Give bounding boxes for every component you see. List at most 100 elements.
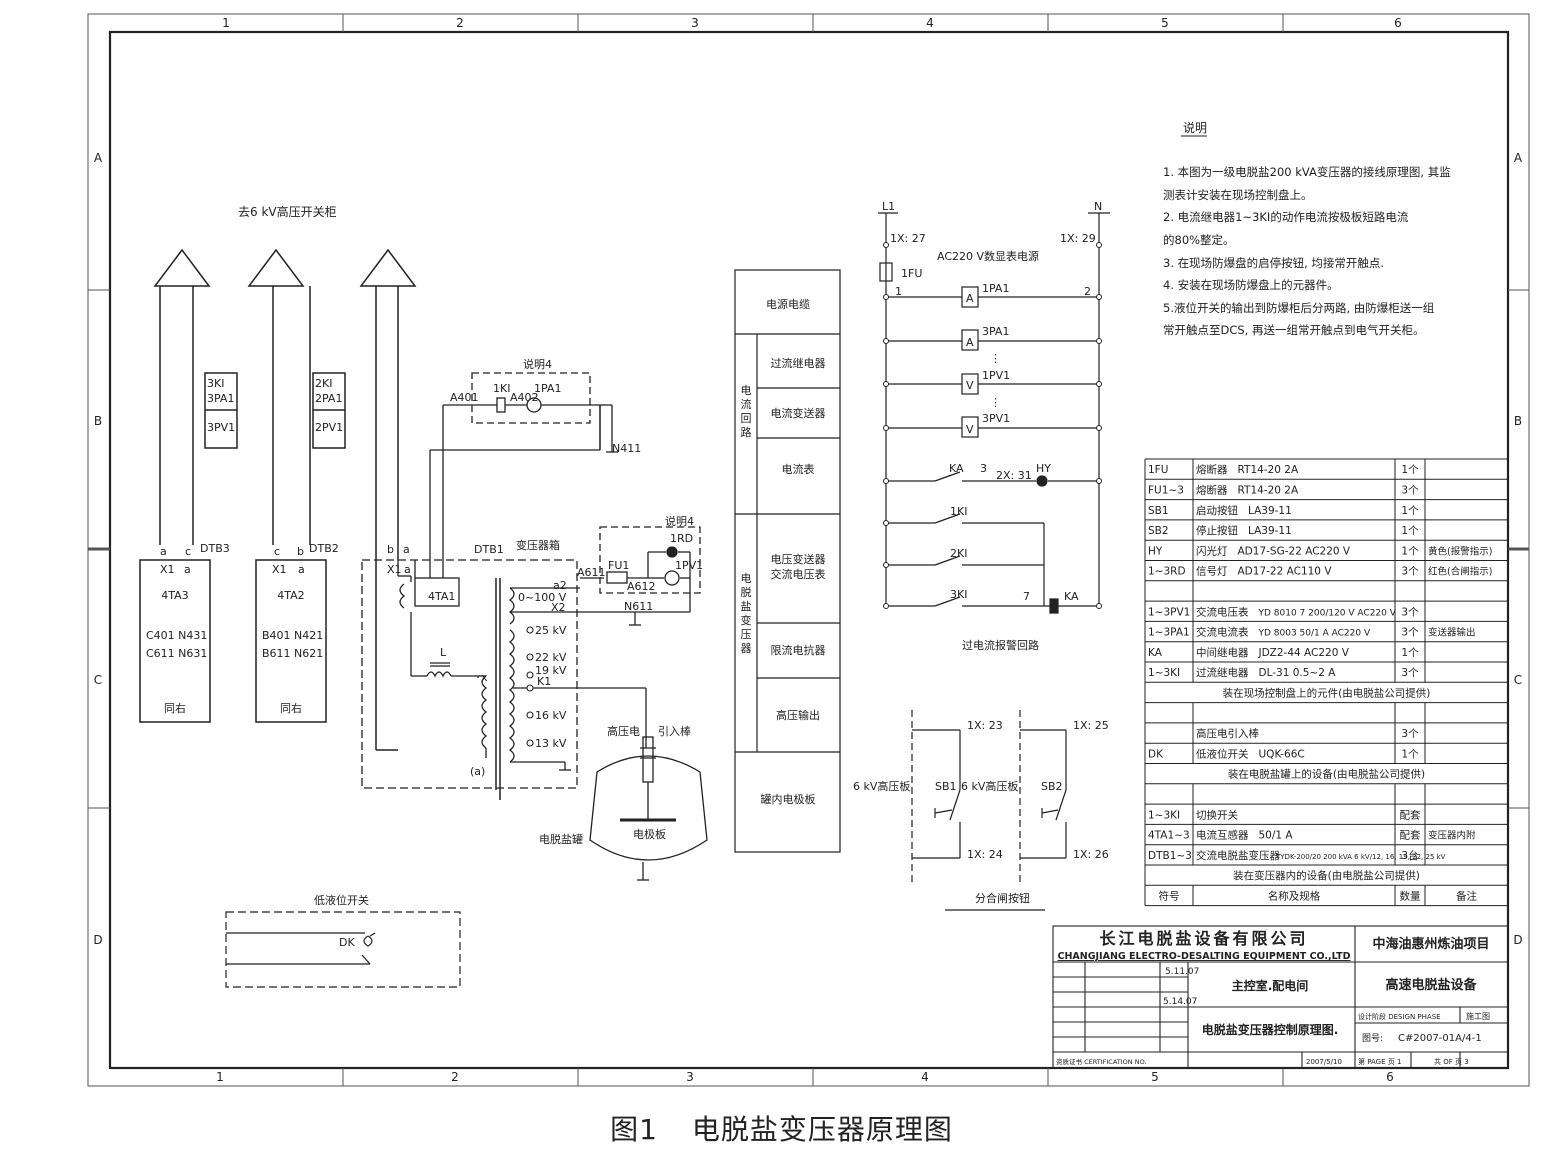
of-label: 共 OF 页 3: [1434, 1057, 1469, 1066]
bom-cell: 高压电引入棒: [1196, 727, 1259, 740]
phase-value: 施工图: [1466, 1011, 1490, 1021]
term-label: 2X: 31: [996, 469, 1032, 482]
ct-name: 4TA2: [277, 589, 304, 602]
relay-label: 3KI: [207, 377, 224, 390]
meter-label: 3PV1: [982, 412, 1010, 425]
term-label: 1X: 29: [1060, 232, 1096, 245]
hv-board-label: 6 kV高压板: [961, 779, 1018, 793]
bom-cell: 3个: [1401, 728, 1419, 740]
drawing-no-label: 图号:: [1362, 1033, 1383, 1044]
col-label: 4: [921, 1070, 929, 1084]
side-label: 电: [741, 384, 752, 397]
ki-label: 1KI: [950, 505, 967, 518]
tank-label: 电脱盐罐: [539, 832, 583, 846]
frame-labels: 1 2 3 4 5 6 1 2 3 4 5 6 A B C D A B C D: [93, 16, 1523, 1084]
bom-cell: SB1: [1148, 505, 1169, 517]
notes: 说明 1. 本图为一级电脱盐200 kVA变压器的接线原理图, 其监 测表计安装…: [1163, 120, 1451, 337]
ct-line: B611 N621: [262, 647, 323, 660]
equipment-name: 高速电脱盐设备: [1385, 977, 1477, 993]
a-label: a: [184, 563, 191, 576]
k1-label: K1: [537, 675, 551, 688]
ct-4ta3: a c DTB3 X1 a 4TA3 C401 N431 C611 N631 同…: [146, 377, 235, 715]
range-label: 0~100 V: [518, 591, 567, 604]
buttons-title: 分合闸按钮: [975, 891, 1030, 905]
col-label: 1: [216, 1070, 224, 1084]
bom-cell: 50/1 A: [1259, 830, 1294, 842]
note-line: 1. 本图为一级电脱盐200 kVA变压器的接线原理图, 其监: [1163, 165, 1451, 179]
side-label: 脱: [741, 585, 752, 599]
block-labels: 电源电缆 过流继电器 电流变送器 电流表 电压变送器 交流电压表 限流电抗器 高…: [741, 297, 826, 806]
bom-cell: 1个: [1401, 545, 1419, 557]
col-label: 5: [1151, 1070, 1159, 1084]
note-line: 测表计安装在现场控制盘上。: [1163, 188, 1313, 202]
bom-cell: YD 8010 7 200/120 V AC220 V: [1258, 608, 1397, 618]
bom-cell: RT14-20 2A: [1238, 485, 1299, 497]
ki-label: 3KI: [950, 588, 967, 601]
a2-label: a2: [553, 579, 567, 592]
col-label: 2: [456, 16, 464, 30]
side-label: 变: [741, 613, 752, 627]
date-label: 2007/5/10: [1306, 1058, 1342, 1066]
bom-cell: 数量: [1400, 890, 1422, 903]
bom-cell: 1~3KI: [1148, 667, 1180, 679]
bom-cell: 1个: [1401, 464, 1419, 476]
bom-cell: AD17-SG-22 AC220 V: [1238, 545, 1351, 557]
bom-cell: 1个: [1401, 505, 1419, 517]
bom-cell: KA: [1148, 647, 1163, 659]
bom-cell: 熔断器: [1196, 463, 1228, 476]
ki-label: 2KI: [950, 547, 967, 560]
term-b: b: [297, 545, 304, 558]
bom-cell: 黄色(报警指示): [1428, 545, 1492, 557]
dots: ⋮: [990, 352, 1001, 365]
a-label: a: [404, 563, 411, 576]
bom-cell: 3个: [1401, 566, 1419, 578]
bom-cell: 切换开关: [1196, 808, 1238, 821]
transformer-box: [361, 372, 701, 800]
x1-label: X1: [160, 563, 175, 576]
n411-label: N411: [612, 442, 641, 455]
side-label: 盐: [741, 600, 752, 613]
bom-cell: TYDK-200/20 200 kVA 6 kV/12, 16, 19, 22,…: [1275, 853, 1446, 861]
term-c: c: [185, 545, 191, 558]
control-labels: L1 N 1X: 27 1X: 29 1FU AC220 V数显表电源 1 2 …: [882, 200, 1102, 652]
bom-cell: 3台: [1401, 849, 1418, 862]
control-title: 过电流报警回路: [962, 638, 1039, 652]
hv-board-label: 6 kV高压板: [853, 779, 910, 793]
company-name-en: CHANGJIANG ELECTRO-DESALTING EQUIPMENT C…: [1058, 951, 1351, 962]
row-label: A: [94, 151, 103, 165]
side-label: 器: [741, 642, 752, 655]
note-line: 4. 安装在现场防爆盘上的元器件。: [1163, 278, 1339, 292]
bom-cell: 配套: [1400, 829, 1422, 842]
bom-cell: 3个: [1401, 485, 1419, 497]
dtb-label: DTB3: [200, 542, 230, 555]
trafo-box-label: 变压器箱: [516, 538, 560, 552]
figure-caption: 图1 电脱盐变压器原理图: [0, 1108, 1563, 1148]
page-label: 第 PAGE 页 1: [1358, 1057, 1401, 1066]
bom-cell: JDZ2-44 AC220 V: [1258, 647, 1350, 659]
block-voltmeter: 交流电压表: [771, 567, 826, 581]
col-label: 4: [926, 16, 934, 30]
note4-label: 说明4: [523, 357, 552, 371]
schematic-sheet: 1 2 3 4 5 6 1 2 3 4 5 6 A B C D A B C D …: [87, 13, 1530, 1087]
bom-cell: 交流电脱盐变压器: [1196, 849, 1280, 862]
x2-label: X2: [551, 601, 566, 614]
pv-label: 2PV1: [315, 421, 343, 434]
a401-label: A401: [450, 391, 479, 404]
pv-label: 1PV1: [675, 559, 703, 572]
note-line: 5.液位开关的输出到防爆柜后分两路, 由防爆柜送一组: [1163, 301, 1435, 315]
bom-cell: YD 8003 50/1 A AC220 V: [1258, 629, 1371, 639]
row-label: D: [93, 933, 102, 947]
bom-cell: FU1~3: [1148, 485, 1184, 497]
block-overcurrent-relay: 过流继电器: [771, 356, 826, 370]
block-electrode: 罐内电极板: [761, 792, 816, 806]
block-ammeter: 电流表: [782, 462, 815, 476]
bom-cell: 红色(合闸指示): [1428, 566, 1492, 578]
bom-cell: 信号灯: [1196, 566, 1228, 578]
block-power-cable: 电源电缆: [766, 297, 810, 311]
side-label: 流: [741, 397, 752, 411]
level-switch-labels: 低液位开关 DK: [314, 893, 369, 949]
notes-heading: 说明: [1183, 120, 1207, 135]
bom-cell: DK: [1148, 748, 1164, 760]
x1-label: X1: [272, 563, 287, 576]
relay-label: 2KI: [315, 377, 332, 390]
